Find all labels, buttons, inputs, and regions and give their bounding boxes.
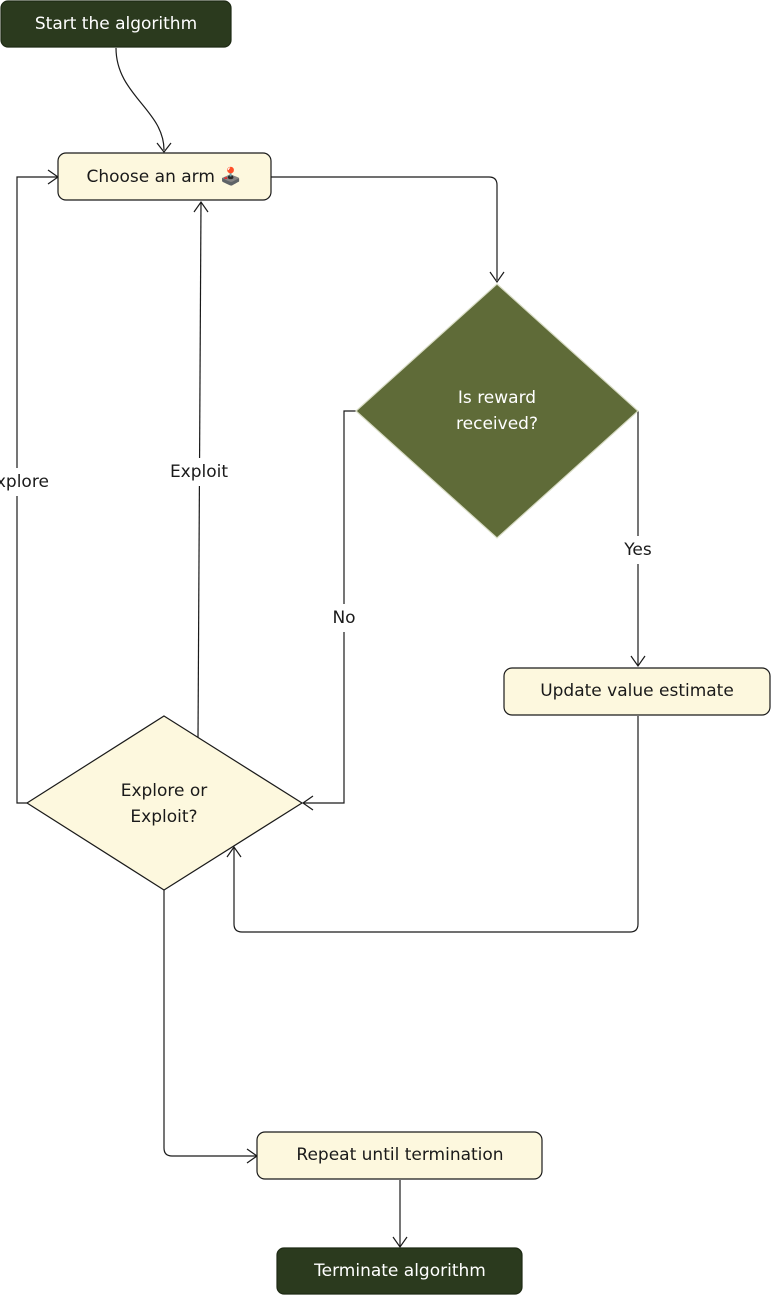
update-value-label: Update value estimate (540, 681, 734, 701)
edge-choose-to-reward (271, 176, 498, 280)
explore-exploit-line-1: Explore or (121, 781, 208, 801)
edge-label-exploit: Exploit (170, 462, 228, 482)
explore-exploit-line-2: Exploit? (130, 807, 197, 827)
edge-start-to-choose (115, 47, 165, 151)
edge-label-no-bg (326, 604, 362, 632)
arrowhead-diamond-lower (226, 845, 242, 858)
reward-decision-node: Is reward received? (355, 283, 639, 539)
reward-decision-line-1: Is reward (458, 388, 536, 408)
repeat-label: Repeat until termination (296, 1145, 503, 1165)
arrowhead-choose-top (156, 142, 172, 153)
edge-label-yes: Yes (623, 540, 652, 560)
start-node: Start the algorithm (0, 0, 232, 48)
edge-label-explore-bg (0, 468, 56, 496)
arrowhead-terminate-top (392, 1236, 408, 1249)
arrowhead-choose-bottom (193, 200, 209, 213)
arrowhead-reward-top (489, 271, 505, 284)
start-node-label: Start the algorithm (35, 14, 197, 34)
reward-decision-line-2: received? (456, 414, 538, 434)
edge-label-explore: Explore (0, 472, 49, 492)
edge-update-loop (233, 716, 639, 933)
arrowhead-update-top (630, 655, 646, 668)
edge-to-repeat (163, 890, 256, 1157)
explore-exploit-node: Explore or Exploit? (25, 715, 304, 891)
choose-arm-node: Choose an arm 🕹️ (57, 152, 272, 201)
terminate-label: Terminate algorithm (313, 1261, 486, 1281)
choose-arm-label: Choose an arm 🕹️ (86, 166, 241, 187)
edge-label-exploit-bg (168, 458, 230, 486)
terminate-node: Terminate algorithm (276, 1247, 523, 1295)
edge-label-yes-bg (618, 536, 658, 564)
update-value-node: Update value estimate (503, 667, 771, 716)
repeat-node: Repeat until termination (256, 1131, 543, 1180)
edge-label-no: No (332, 608, 355, 628)
